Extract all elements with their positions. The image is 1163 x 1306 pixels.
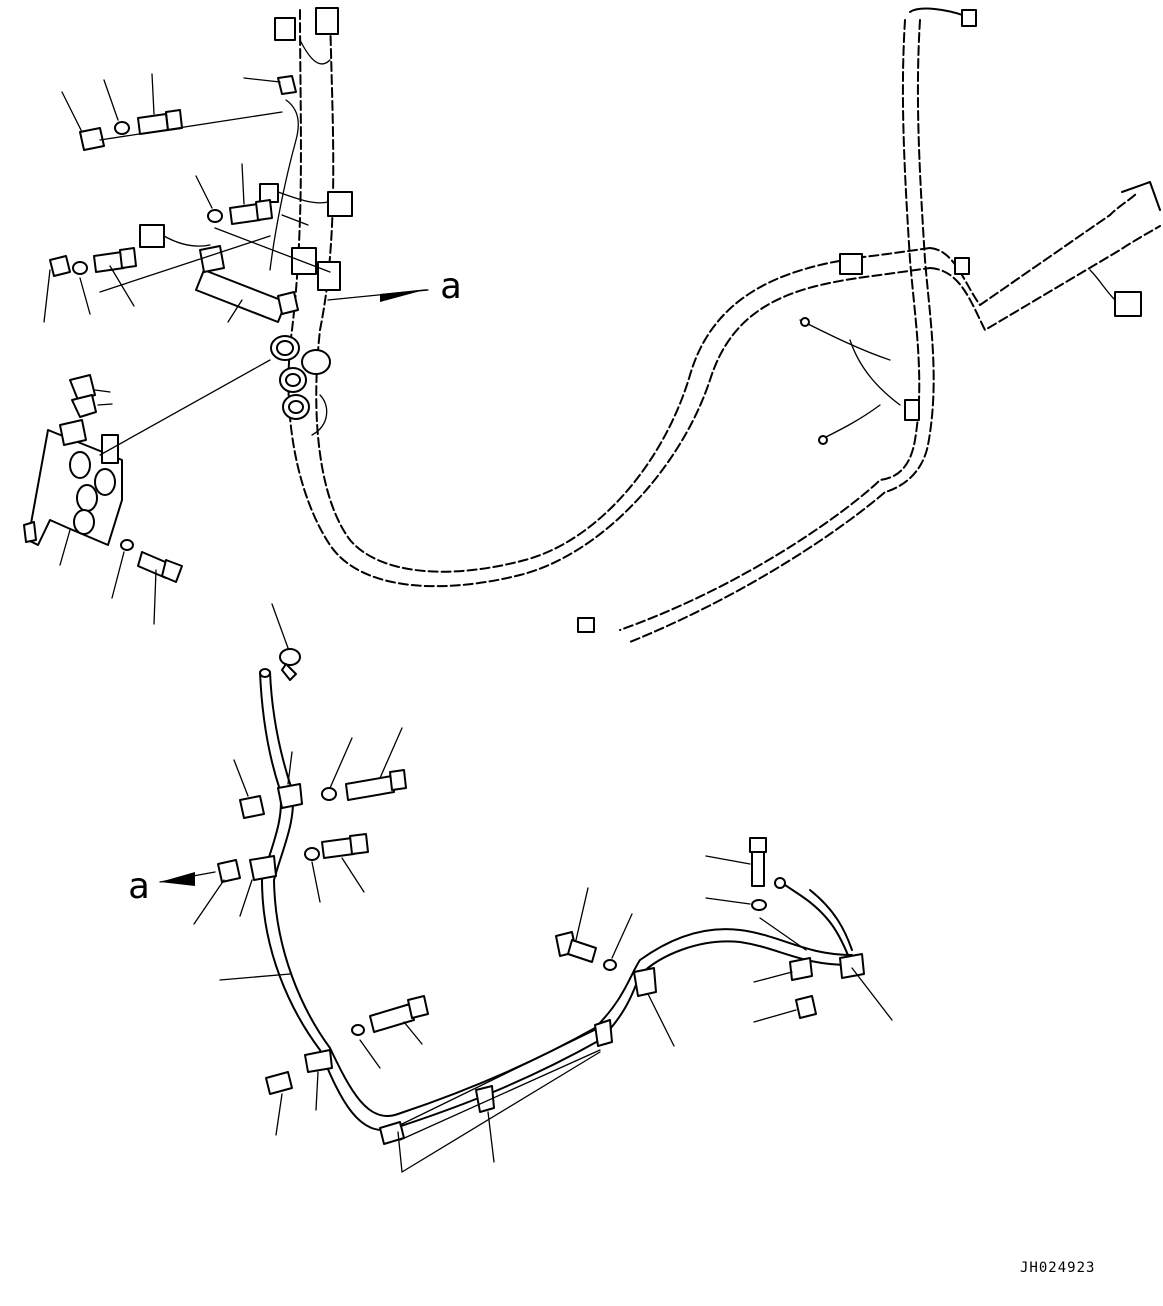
arrows xyxy=(159,289,429,886)
mounting-bracket xyxy=(23,374,183,583)
main-harness xyxy=(287,7,1161,643)
leader-lines xyxy=(43,73,893,1173)
connector-cluster xyxy=(139,7,353,291)
lower-harness xyxy=(217,648,865,1145)
ref-label-a-bottom: a xyxy=(128,866,150,907)
drawing-code: JH024923 xyxy=(1020,1260,1095,1276)
ref-label-a-top: a xyxy=(440,266,462,307)
grommets xyxy=(270,335,331,436)
